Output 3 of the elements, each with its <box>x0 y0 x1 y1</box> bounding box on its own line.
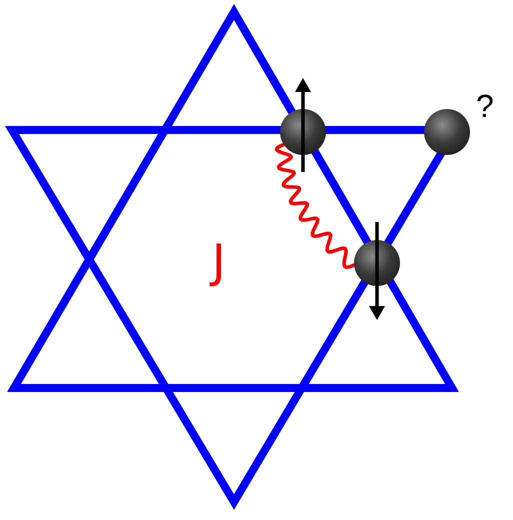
wavy-coupling-line <box>274 142 356 270</box>
question-mark-label: ? <box>476 90 494 122</box>
spin-sphere <box>424 109 470 155</box>
